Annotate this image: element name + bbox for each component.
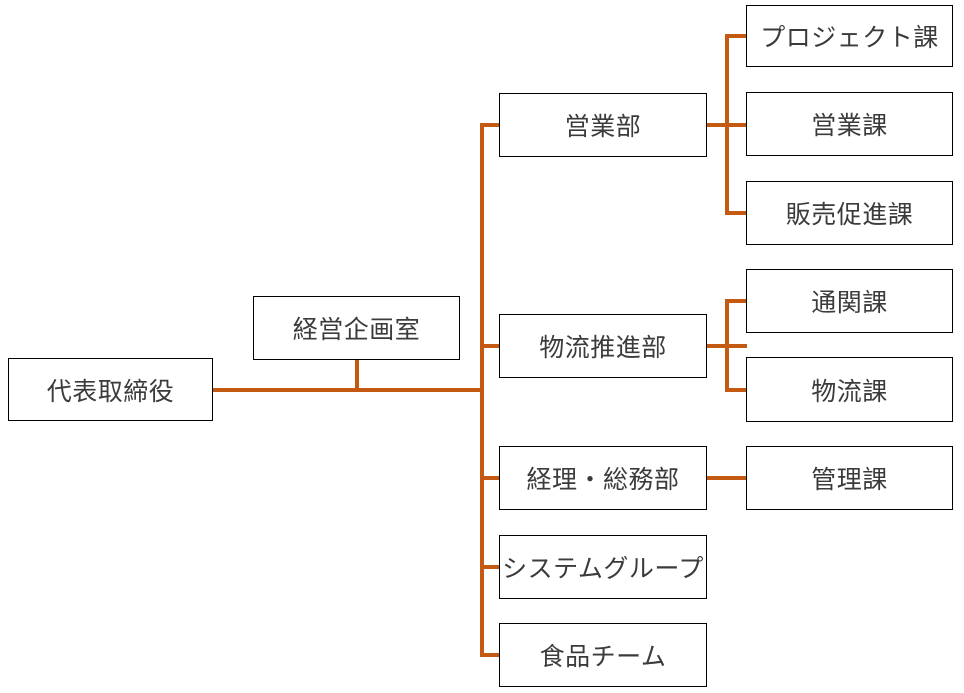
connector-branch-customs-section xyxy=(725,299,747,303)
node-food-team: 食品チーム xyxy=(499,623,707,687)
connector-branch-system-group xyxy=(480,565,500,569)
connector-branch-management-section xyxy=(706,476,747,480)
node-customs-section: 通関課 xyxy=(746,269,953,333)
connector-branch-accounting-department xyxy=(480,476,500,480)
connector-department-spine xyxy=(480,123,484,656)
connector-branch-sales-department xyxy=(480,123,500,127)
node-system-group: システムグループ xyxy=(499,535,707,599)
node-logistics-promotion-department: 物流推進部 xyxy=(499,314,707,378)
connector-branch-logistics-department xyxy=(480,344,500,348)
connector-branch-food-team xyxy=(480,653,500,657)
node-management-section: 管理課 xyxy=(746,446,953,510)
node-sales-promotion-section: 販売促進課 xyxy=(746,181,953,245)
connector-planning-office-stub xyxy=(355,360,359,391)
node-sales-section: 営業課 xyxy=(746,92,953,156)
connector-logistics-children-spine xyxy=(725,299,729,392)
node-project-section: プロジェクト課 xyxy=(746,5,953,67)
node-sales-department: 営業部 xyxy=(499,93,707,157)
connector-branch-project-section xyxy=(725,34,747,38)
connector-root-trunk xyxy=(213,388,483,392)
node-corporate-planning-office: 経営企画室 xyxy=(253,296,460,360)
connector-branch-sales-promotion-section xyxy=(725,211,747,215)
node-logistics-section: 物流課 xyxy=(746,357,953,422)
node-accounting-general-affairs-department: 経理・総務部 xyxy=(499,446,707,510)
connector-sales-children-spine xyxy=(725,34,729,215)
node-representative-director: 代表取締役 xyxy=(8,358,213,421)
connector-branch-logistics-section xyxy=(725,388,747,392)
